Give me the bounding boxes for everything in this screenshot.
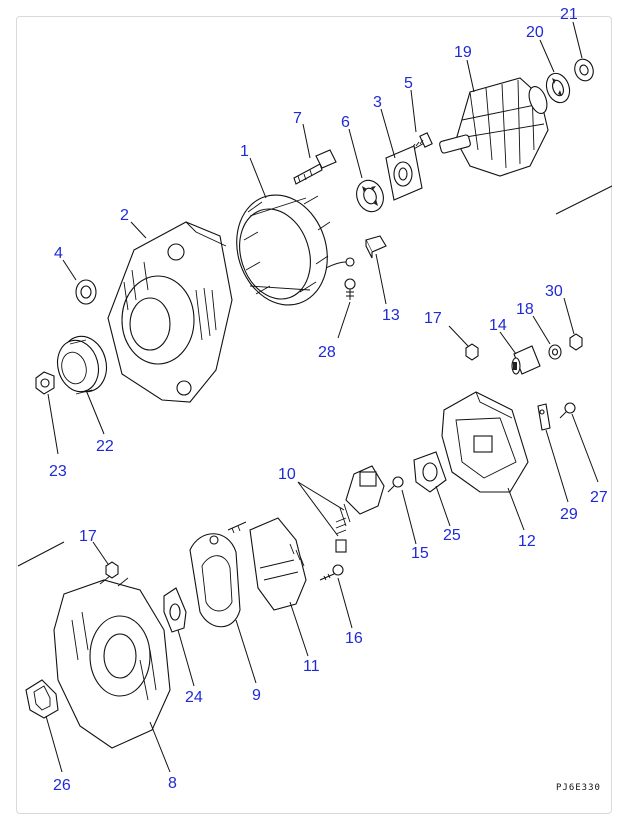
stator-lead-wire	[325, 257, 355, 269]
axis-lines	[17, 185, 613, 567]
drawing-code: PJ6E330	[556, 783, 601, 793]
part-label-22: 22	[96, 438, 114, 455]
part-label-17-lower: 17	[79, 528, 97, 545]
nut-part-17-upper	[465, 343, 479, 361]
brush-holder-part-10	[335, 465, 385, 553]
nut-part-17-lower	[105, 561, 119, 579]
part-label-20: 20	[526, 24, 544, 41]
part-label-9: 9	[252, 687, 261, 704]
stud-part-7	[293, 149, 337, 185]
part-label-14: 14	[489, 317, 507, 334]
part-label-3: 3	[373, 94, 382, 111]
part-label-15: 15	[411, 545, 429, 562]
screw-part-28	[344, 278, 356, 300]
bracket-part-25	[413, 451, 447, 493]
part-label-4: 4	[54, 245, 63, 262]
part-label-6: 6	[341, 114, 350, 131]
washer-part-18	[548, 344, 562, 360]
washer-part-4	[75, 279, 97, 305]
part-label-21: 21	[560, 6, 578, 23]
part-label-8: 8	[168, 775, 177, 792]
regulator-part-11	[249, 517, 307, 611]
nut-part-23	[35, 371, 55, 395]
part-label-10: 10	[278, 466, 296, 483]
part-label-26: 26	[53, 777, 71, 794]
screw-part-27	[559, 402, 576, 419]
part-label-25: 25	[443, 527, 461, 544]
nut-part-30	[569, 333, 583, 351]
part-label-11: 11	[303, 658, 320, 675]
front-housing-part-2	[107, 221, 233, 403]
part-label-2: 2	[120, 207, 129, 224]
part-label-29: 29	[560, 506, 578, 523]
part-label-13: 13	[382, 307, 400, 324]
pulley-part-22	[56, 335, 108, 395]
rotor-part-19	[439, 77, 549, 177]
screw-part-5	[411, 132, 433, 151]
part-label-30: 30	[545, 283, 563, 300]
bracket-part-29	[537, 403, 551, 431]
rear-cover-part-12	[441, 391, 529, 493]
part-label-19: 19	[454, 44, 472, 61]
part-labels: 1 2 3 4 5 6 7 8 9 10 11 12 13 14 15 16 1…	[49, 6, 608, 794]
bearing-part-6	[356, 179, 384, 213]
gasket-part-26	[25, 679, 59, 719]
part-label-16: 16	[345, 630, 363, 647]
rectifier-part-9	[189, 521, 247, 628]
plate-part-3	[385, 145, 423, 201]
gasket-part-24	[163, 587, 187, 633]
part-label-5: 5	[404, 75, 413, 92]
part-label-7: 7	[293, 110, 302, 127]
part-label-12: 12	[518, 533, 536, 550]
rear-housing-part-8	[53, 575, 171, 749]
part-label-24: 24	[185, 689, 203, 706]
bearing-part-20	[545, 72, 571, 104]
part-label-17-upper: 17	[424, 310, 442, 327]
part-label-28: 28	[318, 344, 336, 361]
screw-part-15	[387, 476, 404, 493]
part-label-18: 18	[516, 301, 534, 318]
part-label-23: 23	[49, 463, 67, 480]
diagram-frame	[16, 16, 612, 814]
stator-part-1	[236, 194, 331, 306]
part-label-27: 27	[590, 489, 608, 506]
terminal-part-14	[511, 345, 541, 375]
leader-lines	[45, 21, 599, 773]
bearing-part-21	[574, 58, 594, 82]
terminal-block-part-13	[365, 235, 387, 259]
part-label-1: 1	[240, 143, 249, 160]
screw-part-16	[319, 564, 344, 581]
